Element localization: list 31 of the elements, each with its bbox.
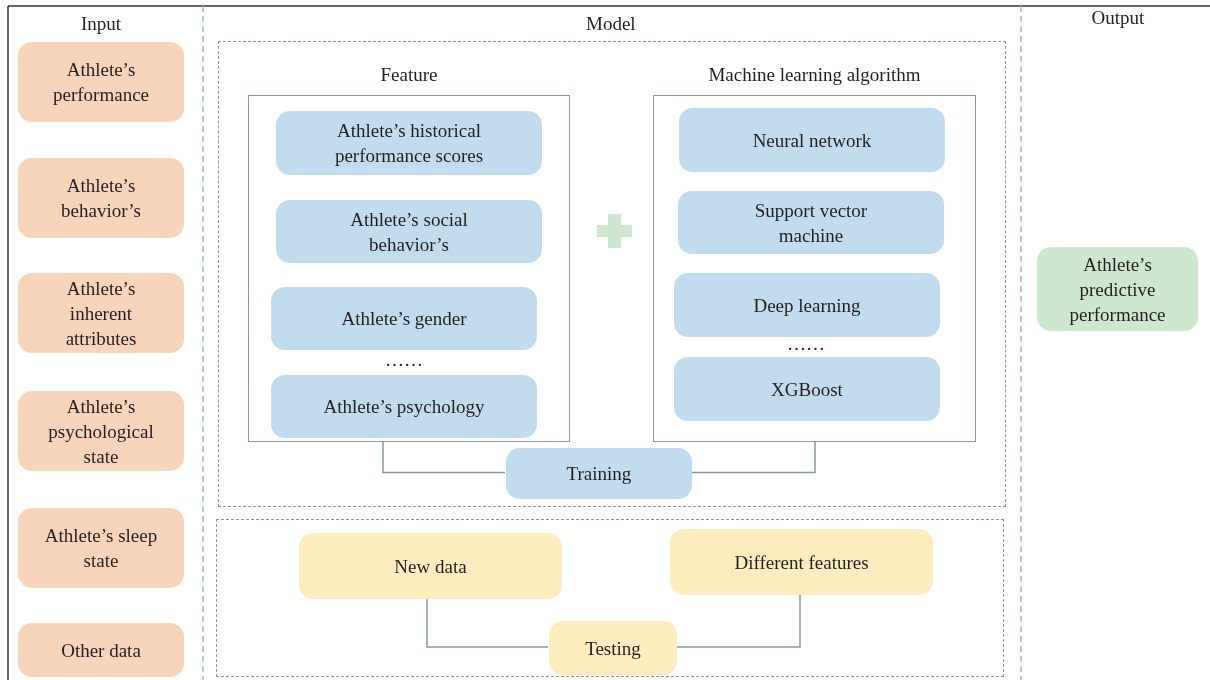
input-box: Other data — [18, 623, 184, 677]
process-box: New data — [299, 533, 562, 599]
process-box: Testing — [549, 621, 677, 675]
process-box: Athlete’s social behavior’s — [276, 200, 542, 263]
column-heading: Output — [1091, 6, 1145, 30]
dashed-region — [218, 41, 1006, 507]
group-heading: Machine learning algorithm — [707, 63, 922, 87]
connector — [675, 593, 801, 648]
process-box: Athlete’s gender — [271, 287, 537, 350]
process-box: Athlete’s historical performance scores — [276, 111, 542, 175]
output-box: Athlete’s predictive performance — [1037, 247, 1198, 331]
input-box: Athlete’s performance — [18, 42, 184, 122]
group-heading: Feature — [379, 63, 439, 87]
process-box: Different features — [670, 529, 933, 595]
connector — [690, 440, 816, 474]
connector — [382, 440, 506, 474]
process-box: Deep learning — [674, 273, 940, 337]
column-heading: Input — [81, 12, 122, 36]
process-box: Neural network — [679, 108, 945, 172]
dashed-region — [216, 519, 1004, 677]
ellipsis: …… — [385, 348, 423, 372]
input-box: Athlete’s sleep state — [18, 508, 184, 588]
process-box: Training — [506, 448, 692, 499]
connector — [426, 597, 549, 648]
input-box: Athlete’s behavior’s — [18, 158, 184, 238]
input-box: Athlete’s psychological state — [18, 391, 184, 471]
column-heading: Model — [586, 12, 636, 36]
process-box: Athlete’s psychology — [271, 375, 537, 438]
process-box: XGBoost — [674, 357, 940, 421]
input-box: Athlete’s inherent attributes — [18, 273, 184, 353]
process-box: Support vector machine — [678, 191, 944, 254]
